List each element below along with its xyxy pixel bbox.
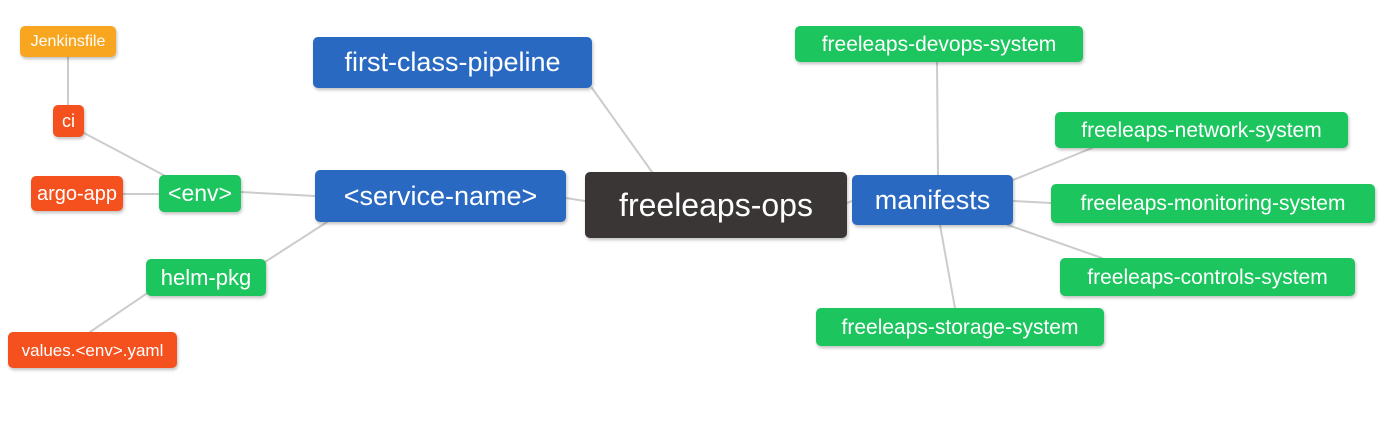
- node-helm-pkg[interactable]: helm-pkg: [146, 259, 266, 296]
- edge-service-name-to-helm-pkg: [264, 221, 328, 263]
- node-first-class-pipeline[interactable]: first-class-pipeline: [313, 37, 592, 88]
- edge-helm-pkg-to-values-env-yaml: [89, 293, 147, 333]
- edge-manifests-to-devops-system: [936, 61, 939, 176]
- node-env[interactable]: <env>: [159, 175, 241, 212]
- node-label: argo-app: [36, 182, 118, 205]
- node-label: freeleaps-ops: [619, 187, 813, 223]
- node-label: freeleaps-storage-system: [841, 315, 1079, 339]
- edge-manifests-to-controls-system: [1007, 224, 1103, 259]
- edge-ci-to-env: [83, 132, 172, 180]
- node-freeleaps-network-system[interactable]: freeleaps-network-system: [1055, 112, 1348, 148]
- node-freeleaps-storage-system[interactable]: freeleaps-storage-system: [816, 308, 1104, 346]
- node-manifests[interactable]: manifests: [852, 175, 1013, 225]
- edge-env-to-service-name: [240, 191, 316, 197]
- node-argo-app[interactable]: argo-app: [31, 176, 123, 211]
- edge-manifests-to-monitoring-system: [1012, 200, 1052, 204]
- node-freeleaps-controls-system[interactable]: freeleaps-controls-system: [1060, 258, 1355, 296]
- edge-first-class-pipeline-to-freeleaps-ops: [591, 87, 653, 173]
- node-label: Jenkinsfile: [30, 32, 106, 50]
- node-freeleaps-monitoring-system[interactable]: freeleaps-monitoring-system: [1051, 184, 1375, 223]
- node-label: freeleaps-controls-system: [1087, 265, 1328, 289]
- node-values-env-yaml[interactable]: values.<env>.yaml: [8, 332, 177, 368]
- edge-manifests-to-storage-system: [939, 224, 956, 309]
- node-label: <service-name>: [343, 180, 538, 211]
- edge-manifests-to-network-system: [1012, 147, 1093, 181]
- node-freeleaps-ops-root[interactable]: freeleaps-ops: [585, 172, 847, 238]
- node-label: freeleaps-monitoring-system: [1080, 192, 1346, 215]
- node-label: freeleaps-network-system: [1081, 118, 1322, 142]
- node-jenkinsfile[interactable]: Jenkinsfile: [20, 26, 116, 57]
- node-label: values.<env>.yaml: [21, 340, 164, 360]
- node-label: first-class-pipeline: [344, 47, 561, 77]
- edge-service-name-to-freeleaps-ops: [565, 197, 586, 202]
- node-label: helm-pkg: [160, 264, 252, 290]
- node-label: ci: [62, 111, 75, 131]
- node-ci[interactable]: ci: [53, 105, 84, 137]
- node-label: freeleaps-devops-system: [821, 32, 1057, 56]
- node-service-name[interactable]: <service-name>: [315, 170, 566, 222]
- node-freeleaps-devops-system[interactable]: freeleaps-devops-system: [795, 26, 1083, 62]
- node-label: <env>: [168, 180, 232, 206]
- node-label: manifests: [874, 184, 991, 215]
